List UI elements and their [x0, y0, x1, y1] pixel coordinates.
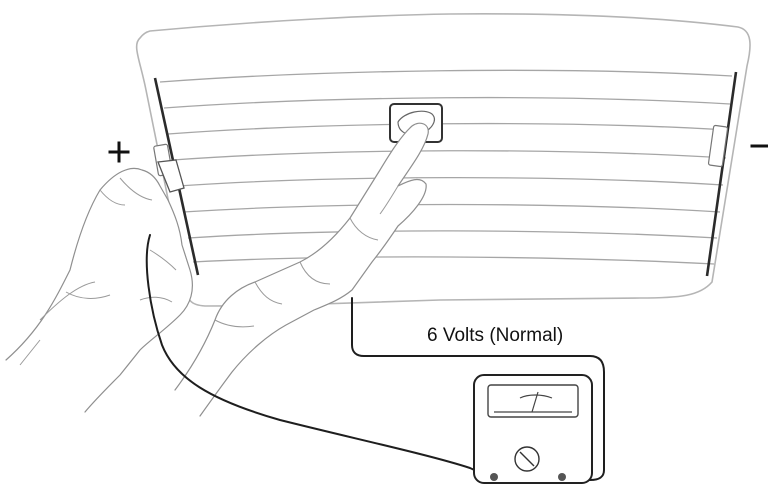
- plus-sign-icon: [108, 141, 130, 163]
- negative-lead-wire: [351, 297, 605, 481]
- rear-window-glass: [135, 13, 751, 307]
- grid-line-8: [192, 256, 715, 265]
- meter-jack-right: [558, 473, 566, 481]
- right-terminal-tab: [707, 124, 729, 168]
- grid-line-7: [187, 230, 718, 239]
- voltmeter-icon: [473, 374, 593, 484]
- positive-lead-wire: [145, 234, 493, 479]
- grid-line-6: [182, 203, 721, 213]
- hand-icon: [5, 167, 193, 413]
- grid-line-3: [167, 122, 729, 135]
- grid-line-4: [172, 150, 727, 161]
- meter-jack-left: [490, 473, 498, 481]
- grid-line-5: [177, 176, 724, 187]
- right-bus-bar: [705, 71, 738, 277]
- right-hand-icon: [174, 122, 429, 417]
- voltage-reading-label: 6 Volts (Normal): [427, 325, 563, 346]
- grid-line-2: [163, 96, 731, 109]
- positive-probe: [157, 159, 185, 193]
- defogger-grid-lines: [159, 69, 733, 265]
- grid-line-1: [159, 69, 733, 83]
